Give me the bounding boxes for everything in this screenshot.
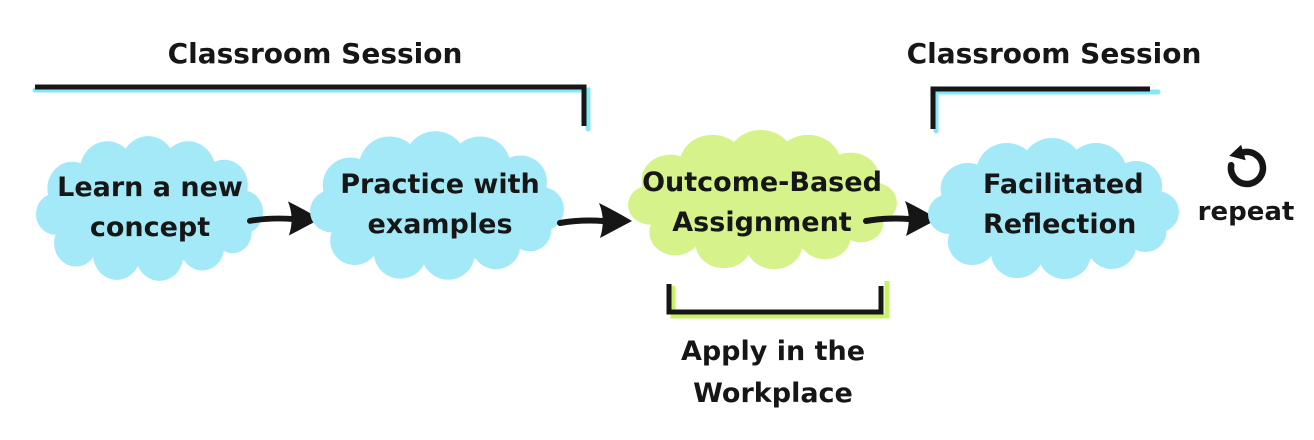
cloud-assignment-line1: Outcome-Based (642, 167, 882, 198)
apply-workplace-line2: Workplace (693, 378, 853, 409)
cloud-practice-line1: Practice with (340, 169, 540, 200)
cloud-reflection-line1: Facilitated (983, 169, 1144, 200)
apply-workplace-line1: Apply in the (680, 336, 866, 367)
cloud-assignment-line2: Assignment (672, 207, 852, 238)
cloud-practice-line2: examples (367, 209, 513, 240)
cloud-practice-text: Practice with examples (328, 165, 552, 245)
classroom-session-bracket-left (32, 84, 591, 132)
classroom-session-label-right: Classroom Session (906, 37, 1202, 70)
repeat-label: repeat (1197, 197, 1295, 227)
cloud-reflection-line2: Reflection (983, 209, 1137, 240)
apply-workplace-bracket (666, 281, 890, 319)
apply-workplace-label: Apply in the Workplace (653, 331, 893, 415)
flow-arrow-2 (556, 196, 636, 242)
cloud-assignment-text: Outcome-Based Assignment (640, 163, 884, 243)
cloud-learn-line2: concept (89, 212, 211, 243)
cloud-learn-line1: Learn a new (57, 172, 243, 203)
cloud-learn-text: Learn a new concept (40, 168, 260, 248)
repeat-icon (1227, 144, 1267, 188)
classroom-session-label-left: Classroom Session (167, 37, 463, 70)
cloud-reflection-text: Facilitated Reflection (983, 165, 1173, 245)
classroom-session-bracket-right (930, 86, 1161, 134)
